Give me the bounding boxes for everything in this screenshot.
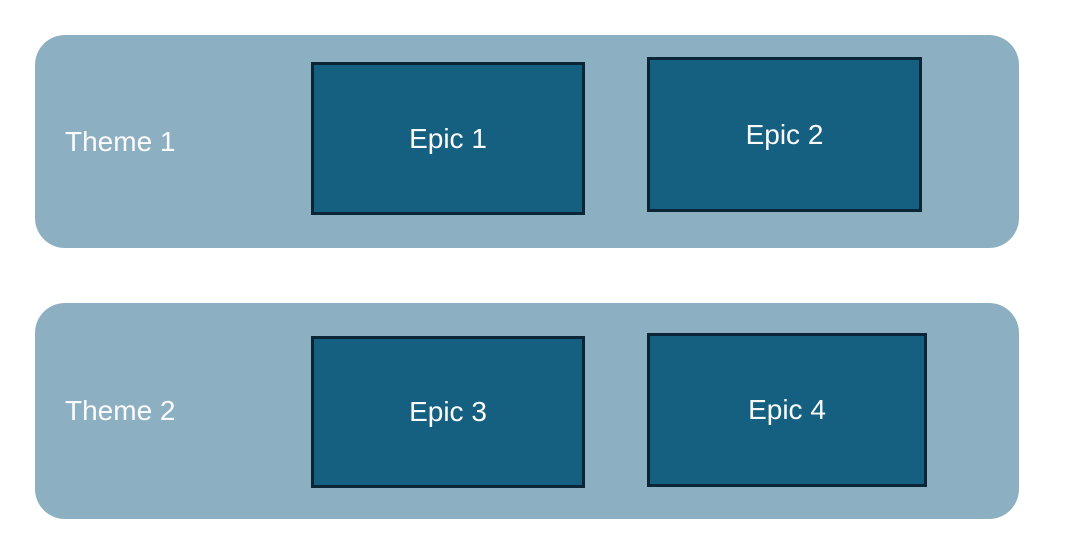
epic-3-box: Epic 3 <box>311 336 585 488</box>
epic-2-box: Epic 2 <box>647 57 922 212</box>
epic-3-label: Epic 3 <box>409 396 487 427</box>
epic-4-label: Epic 4 <box>748 394 826 425</box>
epic-1-box: Epic 1 <box>311 62 585 215</box>
epic-1-label: Epic 1 <box>409 122 487 154</box>
theme-1-container: Theme 1 Epic 1 Epic 2 <box>35 35 1019 248</box>
theme-1-label: Theme 1 <box>65 125 176 157</box>
theme-2-container: Theme 2 Epic 3 Epic 4 <box>35 303 1019 519</box>
epic-2-label: Epic 2 <box>745 118 824 150</box>
theme-2-label: Theme 2 <box>65 395 176 426</box>
epic-4-box: Epic 4 <box>647 333 927 487</box>
